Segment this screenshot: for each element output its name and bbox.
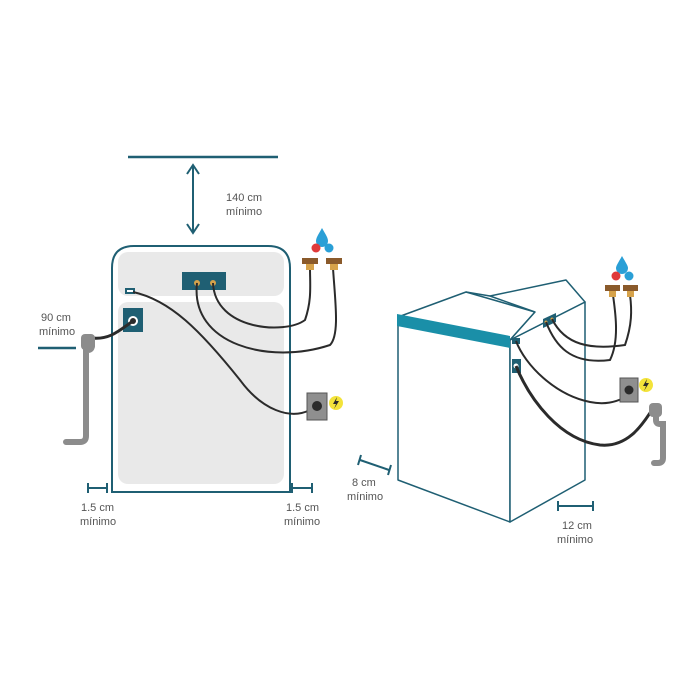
perspective-hoses	[515, 294, 633, 405]
water-drop-icon	[616, 256, 628, 274]
hot-water-icon	[311, 243, 321, 253]
hot-water-icon	[611, 271, 621, 281]
power-plug-icon	[312, 401, 322, 411]
side-gap-word: mínimo	[557, 534, 593, 546]
front-view: 140 cm mínimo 90 cm mínimo	[38, 155, 343, 528]
front-hoses	[132, 267, 337, 415]
drain-hose	[91, 319, 134, 340]
left-gap-word: mínimo	[80, 516, 116, 528]
back-gap-marker	[357, 454, 392, 476]
rear-water-taps	[605, 285, 638, 297]
drain-hose-3d	[514, 365, 654, 447]
side-gap-marker	[557, 501, 594, 511]
drain-pipe-3d	[651, 407, 666, 466]
drain-height-value: 90 cm	[41, 312, 71, 324]
left-gap-marker	[87, 483, 108, 493]
cold-water-icon	[324, 243, 334, 253]
lightning-icon	[643, 379, 649, 391]
side-gap-value: 12 cm	[562, 520, 592, 532]
top-clearance-arrow	[186, 163, 200, 235]
lightning-icon	[333, 397, 339, 409]
drain-pipe	[63, 335, 95, 445]
back-gap-word: mínimo	[347, 491, 383, 503]
drain-height-word: mínimo	[39, 326, 75, 338]
right-gap-marker	[291, 483, 313, 493]
perspective-view: 8 cm mínimo 12 cm mínimo	[347, 256, 666, 546]
top-clearance-value: 140 cm	[226, 192, 262, 204]
inlet-panel	[182, 272, 226, 290]
right-gap-word: mínimo	[284, 516, 320, 528]
front-panel	[118, 302, 284, 484]
top-clearance-word: mínimo	[226, 206, 262, 218]
front-water-taps	[302, 258, 342, 270]
right-gap-value: 1.5 cm	[286, 502, 319, 514]
washer-top-band	[397, 314, 510, 348]
cold-water-icon	[624, 271, 634, 281]
power-plug-icon	[624, 385, 634, 395]
washer-3d-body	[397, 279, 586, 523]
water-drop-icon	[316, 228, 328, 247]
left-gap-value: 1.5 cm	[81, 502, 114, 514]
back-gap-value: 8 cm	[352, 477, 376, 489]
